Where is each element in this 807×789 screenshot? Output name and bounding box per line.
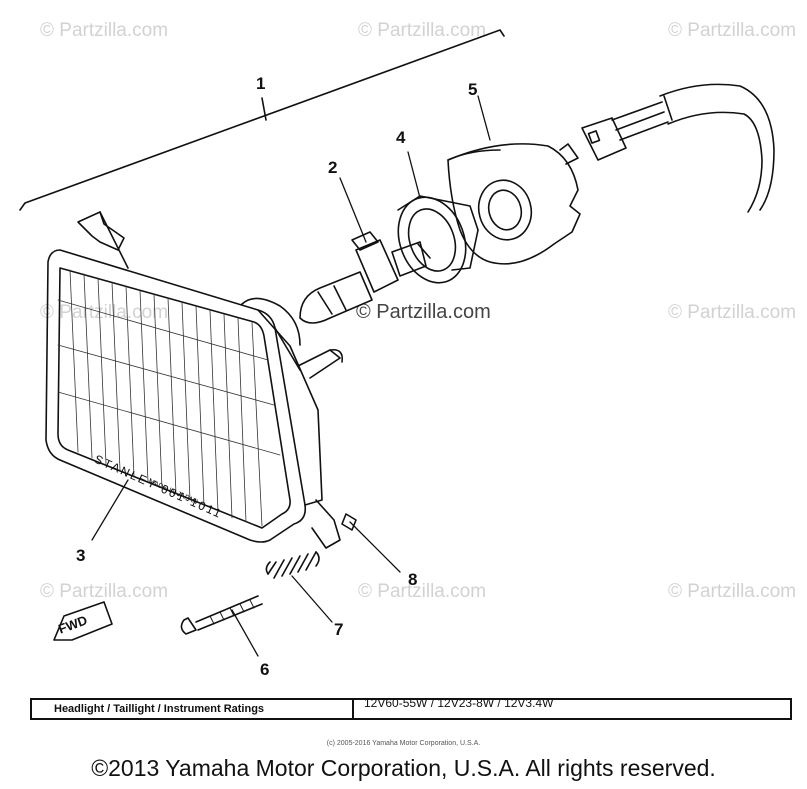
watermark-bottom-right: © Partzilla.com bbox=[668, 581, 797, 602]
watermark-top-right: © Partzilla.com bbox=[668, 20, 797, 41]
assembly-bracket-line bbox=[19, 29, 505, 211]
watermark-mid-center: © Partzilla.com bbox=[356, 301, 491, 323]
callout-7: 7 bbox=[334, 620, 344, 639]
watermark-bottom-center: © Partzilla.com bbox=[358, 581, 487, 602]
fwd-arrow-shape bbox=[53, 601, 113, 641]
ratings-label: Headlight / Taillight / Instrument Ratin… bbox=[32, 700, 354, 718]
callout-6: 6 bbox=[260, 660, 270, 679]
adjusting-screw bbox=[180, 595, 263, 635]
connector-and-wires bbox=[581, 83, 775, 213]
callout-3: 3 bbox=[76, 546, 86, 565]
spring bbox=[265, 551, 320, 579]
watermark-top-left: © Partzilla.com bbox=[40, 20, 169, 41]
watermark-bottom-left: © Partzilla.com bbox=[40, 581, 169, 602]
socket-ring bbox=[397, 195, 479, 284]
dust-cover bbox=[447, 143, 581, 265]
watermark-mid-right: © Partzilla.com bbox=[668, 302, 797, 323]
copyright-notice: ©2013 Yamaha Motor Corporation, U.S.A. A… bbox=[91, 755, 716, 781]
headlight-housing bbox=[45, 211, 357, 549]
bulb bbox=[299, 231, 431, 324]
ratings-value: 12V60-55W / 12V23-8W / 12V3.4W bbox=[364, 696, 554, 710]
ratings-table: Headlight / Taillight / Instrument Ratin… bbox=[30, 696, 792, 720]
small-copyright: (c) 2005-2016 Yamaha Motor Corporation, … bbox=[326, 740, 481, 747]
callout-1: 1 bbox=[256, 74, 266, 93]
callout-5: 5 bbox=[468, 80, 478, 99]
callout-4: 4 bbox=[396, 128, 406, 147]
leader-lines bbox=[91, 95, 491, 657]
callout-2: 2 bbox=[328, 158, 338, 177]
callout-8: 8 bbox=[408, 570, 418, 589]
watermark-top-center: © Partzilla.com bbox=[358, 20, 487, 41]
